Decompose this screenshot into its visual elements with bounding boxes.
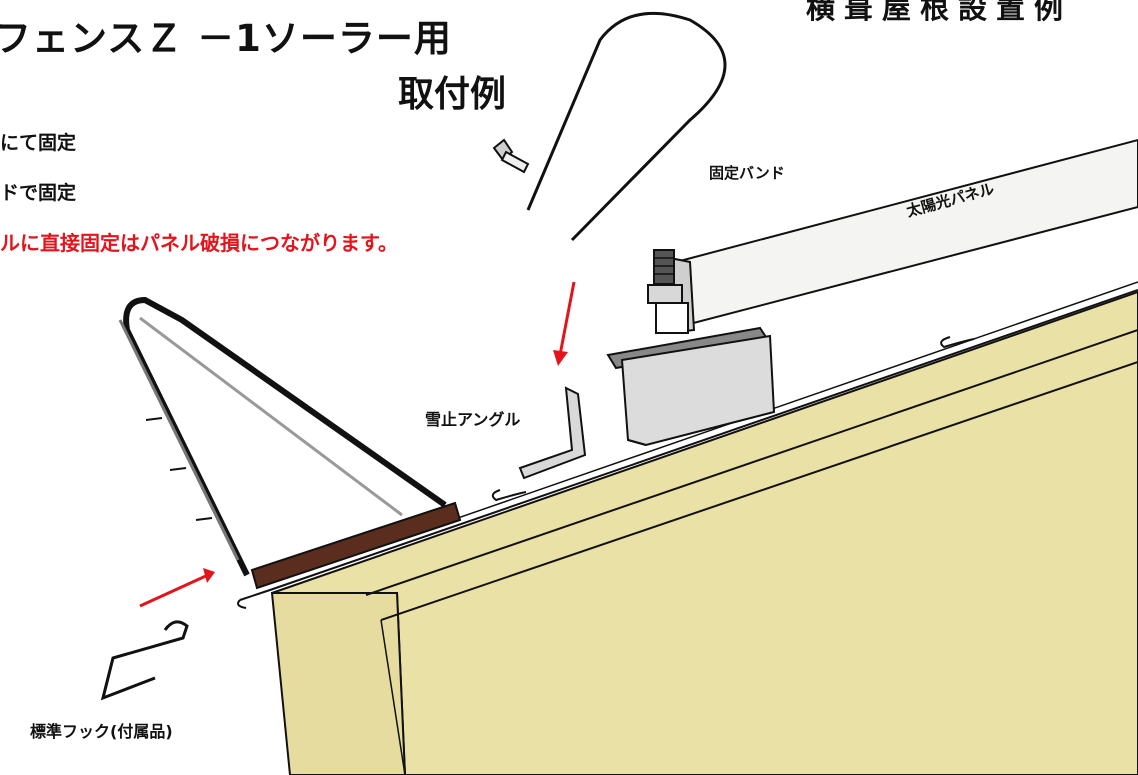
standard-hook	[100, 620, 189, 701]
warning-note: ルに直接固定はパネル破損につながります。	[0, 231, 398, 255]
label-standard-hook: 標準フック(付属品)	[30, 722, 173, 741]
note-fixing-2: ドで固定	[0, 182, 77, 204]
product-subtitle: 取付例	[398, 74, 507, 115]
red-arrows	[139, 281, 576, 608]
snow-fence	[118, 296, 462, 590]
roof	[237, 281, 1138, 775]
label-snow-stop-angle: 雪止アングル	[425, 410, 521, 429]
section-title: 横葺屋根設置例	[806, 0, 1073, 25]
note-fixing-1: にて固定	[0, 132, 77, 154]
mounting-bracket	[606, 249, 776, 447]
snow-stop-angle	[518, 386, 587, 480]
label-fixing-band: 固定バンド	[709, 164, 785, 182]
loose-bolt	[492, 138, 530, 174]
product-title: フェンスＺ －1ソーラー用	[0, 17, 452, 60]
fixing-band-shape	[526, 11, 727, 242]
